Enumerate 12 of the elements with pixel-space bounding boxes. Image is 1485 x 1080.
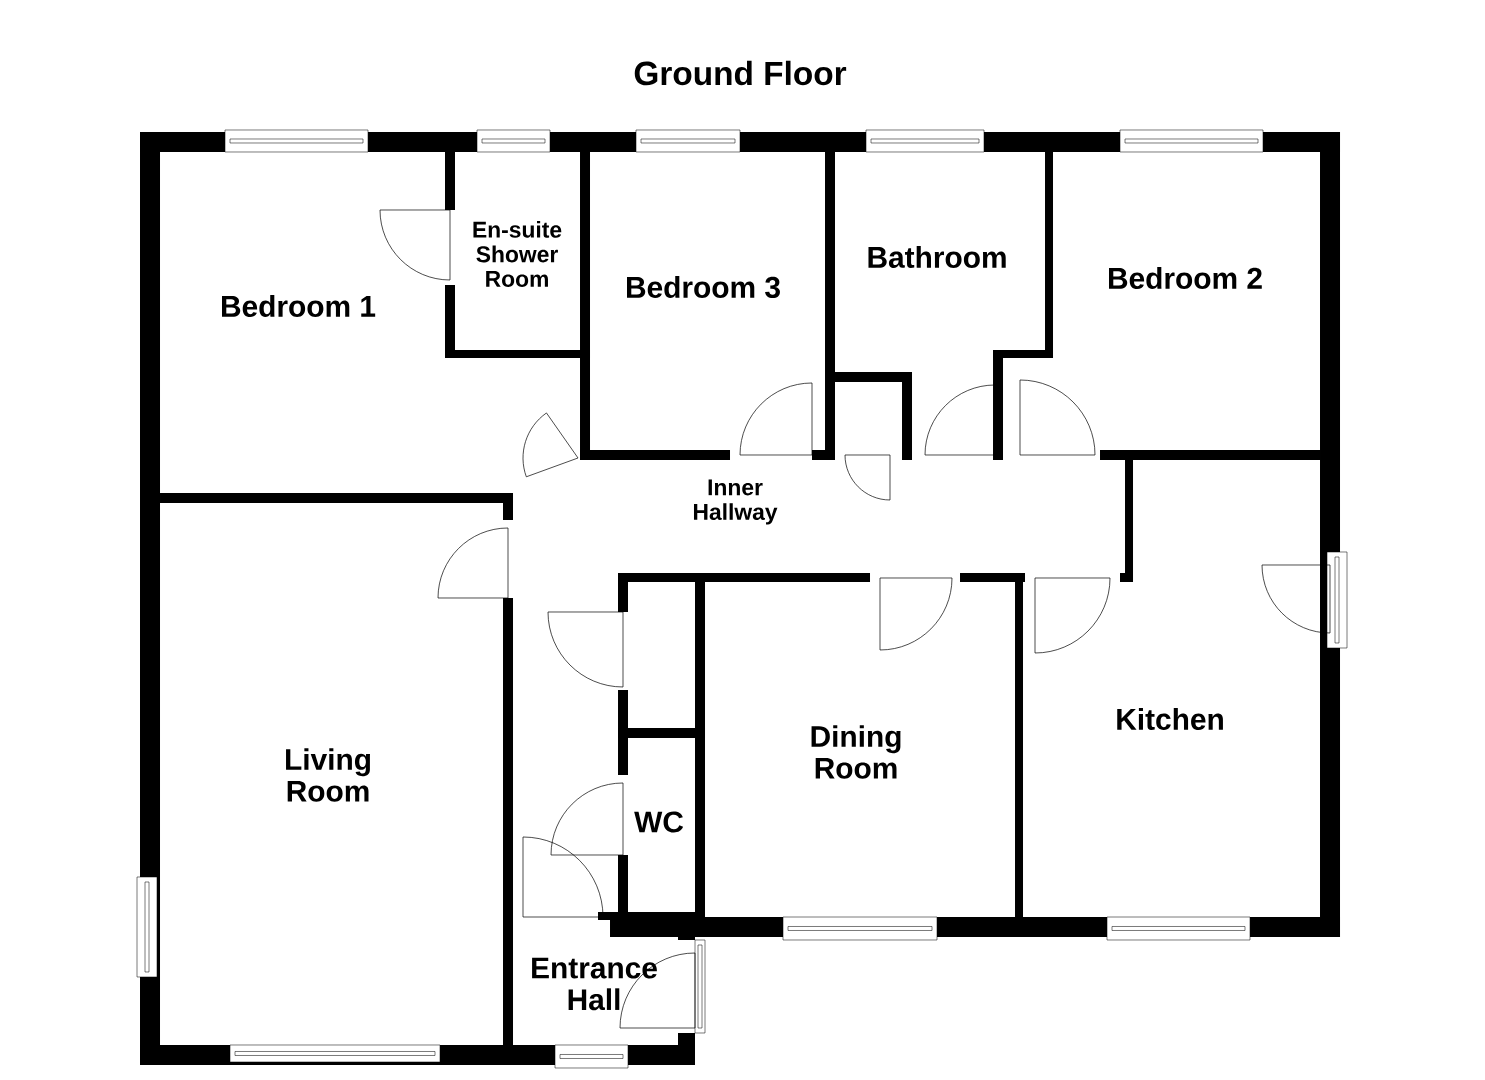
room-label: Living Room xyxy=(286,748,370,802)
room-label: Bedroom 3 xyxy=(627,276,780,298)
room-label: Bedroom 2 xyxy=(1109,267,1262,289)
room-label: Dining Room xyxy=(811,725,901,779)
room-label: WC xyxy=(634,811,684,833)
room-label: Bathroom xyxy=(868,246,1006,268)
room-label: En-suite Shower Room xyxy=(473,221,562,287)
room-label: Inner Hallway xyxy=(694,479,778,525)
room-label: Bedroom 1 xyxy=(222,295,376,317)
room-label: Entrance Hall xyxy=(532,957,657,1011)
room-label: Kitchen xyxy=(1117,708,1223,730)
title: Ground Floor xyxy=(634,60,847,86)
